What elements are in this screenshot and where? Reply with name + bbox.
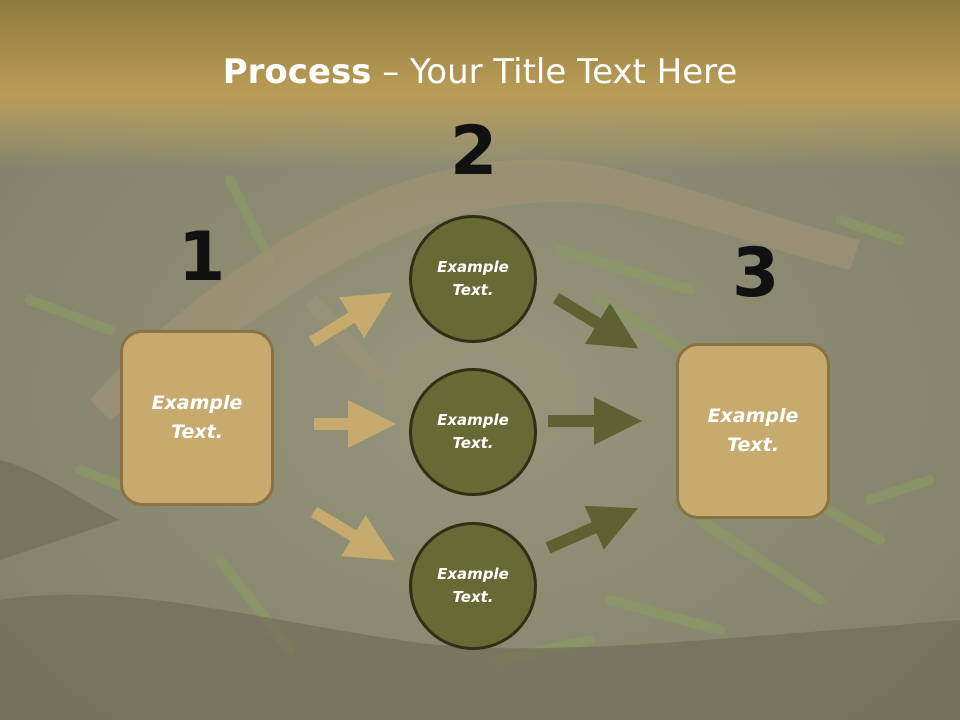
right-box-text: Example Text. [707, 405, 799, 456]
arrow-bottom-to-right [545, 505, 638, 554]
right-box: Example Text. [676, 343, 830, 519]
circle-top: Example Text. [409, 215, 537, 343]
circle-bottom-text: Example Text. [437, 565, 509, 606]
arrow-top-to-right [552, 292, 639, 349]
title-bold: Process [222, 52, 372, 92]
left-box: Example Text. [120, 330, 274, 506]
slide-title: Process – Your Title Text Here [0, 52, 960, 92]
step-number-3: 3 [732, 234, 780, 313]
title-rest: – Your Title Text Here [371, 52, 738, 92]
step-number-1: 1 [178, 218, 226, 297]
arrow-left-to-top [308, 292, 393, 348]
step-number-2: 2 [450, 112, 498, 191]
circle-middle-text: Example Text. [437, 411, 509, 452]
left-box-text: Example Text. [151, 392, 243, 443]
arrow-left-to-bottom [310, 506, 395, 561]
circle-bottom: Example Text. [409, 522, 537, 650]
circle-middle: Example Text. [409, 368, 537, 496]
circle-top-text: Example Text. [437, 258, 509, 299]
